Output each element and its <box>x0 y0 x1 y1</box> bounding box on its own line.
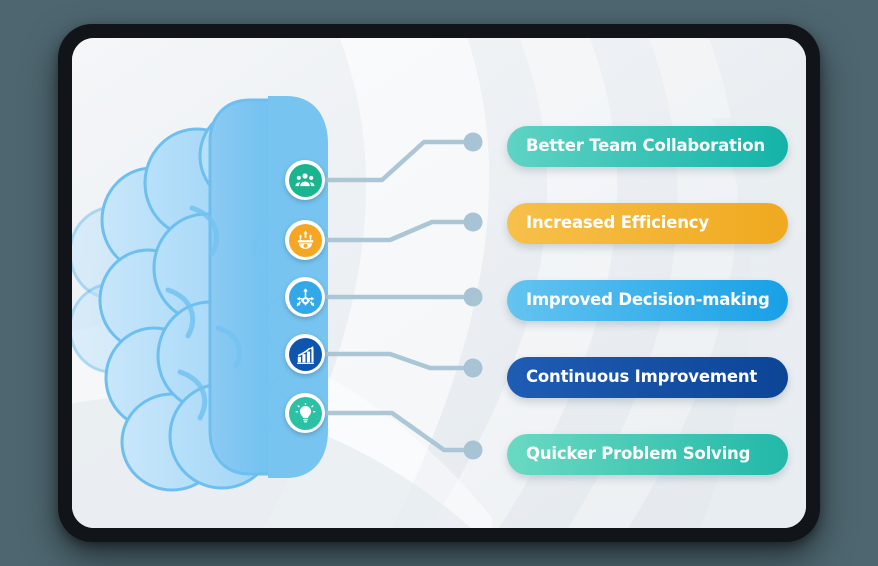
benefit-pill-1[interactable]: Better Team Collaboration <box>507 126 788 167</box>
device-screen: Better Team Collaboration Increased Effi… <box>72 38 806 528</box>
badge-increased-efficiency[interactable] <box>285 220 325 260</box>
benefit-label-4: Continuous Improvement <box>526 367 758 387</box>
benefit-pill-5[interactable]: Quicker Problem Solving <box>507 434 788 475</box>
benefit-pill-4[interactable]: Continuous Improvement <box>507 357 788 398</box>
connector-lines <box>72 38 806 528</box>
decision-arrows-gear-icon <box>288 280 322 314</box>
brain-illustration <box>72 38 412 528</box>
badge-quicker-problem-solving[interactable] <box>285 393 325 433</box>
badge-continuous-improvement[interactable] <box>285 334 325 374</box>
lightbulb-idea-icon <box>288 396 322 430</box>
benefit-label-5: Quicker Problem Solving <box>526 444 751 464</box>
benefit-label-2: Increased Efficiency <box>526 213 709 233</box>
benefit-label-1: Better Team Collaboration <box>526 136 765 156</box>
benefit-label-3: Improved Decision-making <box>526 290 770 310</box>
people-group-icon <box>288 163 322 197</box>
badge-better-team-collaboration[interactable] <box>285 160 325 200</box>
device-frame: Better Team Collaboration Increased Effi… <box>58 24 820 542</box>
benefit-pill-2[interactable]: Increased Efficiency <box>507 203 788 244</box>
badge-improved-decision-making[interactable] <box>285 277 325 317</box>
benefit-pill-3[interactable]: Improved Decision-making <box>507 280 788 321</box>
growth-bar-chart-icon <box>288 337 322 371</box>
efficiency-rocket-icon <box>288 223 322 257</box>
